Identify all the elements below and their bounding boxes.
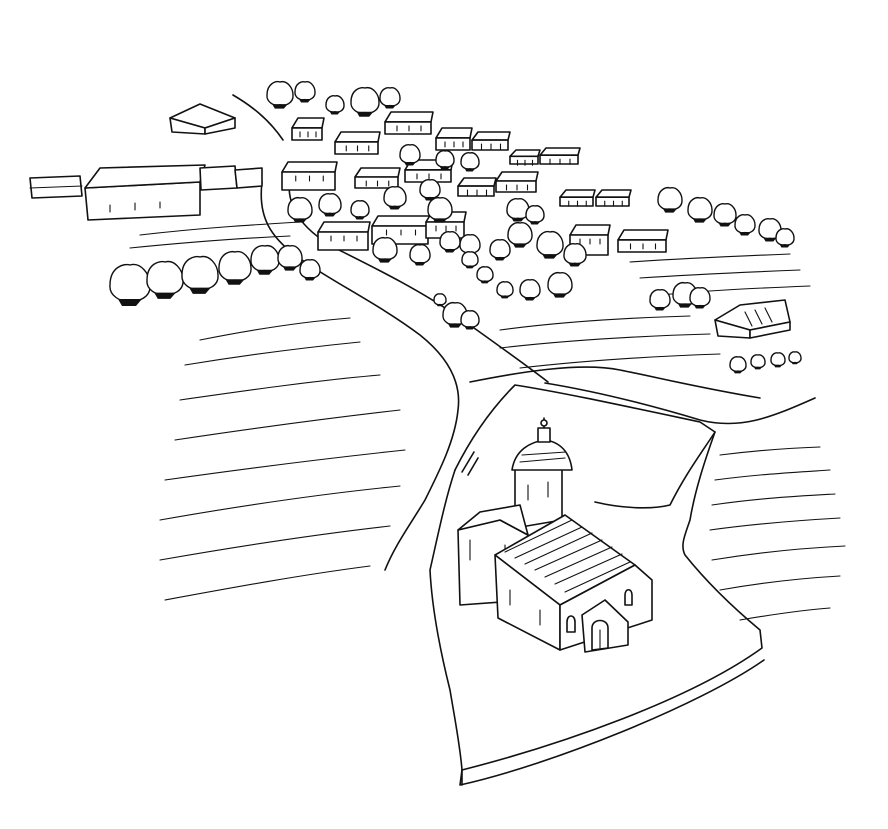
tree	[461, 251, 479, 269]
left-fields	[129, 221, 406, 601]
tree	[419, 179, 441, 201]
tree	[427, 197, 453, 223]
tree	[489, 239, 511, 261]
house-far-right	[714, 299, 791, 339]
tree	[383, 186, 407, 210]
tree	[409, 244, 431, 266]
tree	[460, 310, 480, 330]
tree	[729, 356, 747, 374]
tree	[433, 293, 447, 307]
village-house	[495, 171, 539, 193]
village-house	[617, 229, 669, 253]
village-house	[354, 167, 401, 189]
tree	[525, 205, 545, 225]
village-house	[569, 224, 611, 256]
tree	[435, 150, 455, 170]
tree	[476, 266, 494, 284]
tree	[657, 187, 683, 213]
village-house	[539, 147, 581, 165]
tree	[649, 289, 671, 311]
village-house	[559, 189, 596, 207]
tree	[496, 281, 514, 299]
church	[457, 417, 653, 653]
tree	[325, 95, 345, 115]
house-top-left	[169, 103, 236, 135]
tree	[713, 203, 737, 227]
village-house	[281, 161, 338, 191]
village-house	[435, 127, 473, 151]
tree	[506, 198, 530, 222]
village-house	[384, 111, 434, 135]
tree	[181, 255, 219, 294]
tree	[775, 228, 795, 248]
tree	[536, 230, 564, 259]
tree	[350, 200, 370, 220]
tree	[547, 272, 573, 298]
tree	[507, 222, 533, 248]
tree	[372, 237, 398, 263]
tree	[563, 243, 587, 267]
church-plot	[429, 384, 765, 786]
tree	[770, 352, 786, 368]
village-house	[317, 221, 371, 251]
village-house	[291, 117, 325, 141]
village-house	[334, 131, 381, 155]
tree	[109, 263, 151, 306]
tree	[294, 81, 316, 103]
village-house	[509, 149, 541, 166]
village-trees	[109, 80, 802, 374]
tree	[379, 87, 401, 109]
right-fields	[499, 253, 846, 621]
tree	[460, 152, 480, 172]
tree	[519, 279, 541, 301]
tree	[146, 260, 184, 299]
church-tower-dome	[511, 439, 573, 471]
village-house	[457, 177, 497, 197]
tree	[788, 351, 802, 365]
tree	[287, 197, 313, 223]
tree	[734, 214, 756, 236]
tree	[266, 80, 294, 109]
village-house	[471, 131, 511, 151]
tree	[277, 245, 303, 271]
village-house	[595, 189, 632, 207]
tree	[318, 193, 342, 217]
tree	[687, 197, 713, 223]
tree	[299, 259, 321, 281]
tree	[399, 144, 421, 166]
tree	[439, 231, 461, 253]
tree	[350, 86, 380, 117]
large-barn	[29, 164, 263, 221]
tree	[218, 250, 252, 285]
tree	[250, 244, 280, 275]
small-marker	[461, 451, 479, 476]
tree	[689, 287, 711, 309]
tree	[750, 354, 766, 370]
village-buildings	[281, 111, 669, 256]
